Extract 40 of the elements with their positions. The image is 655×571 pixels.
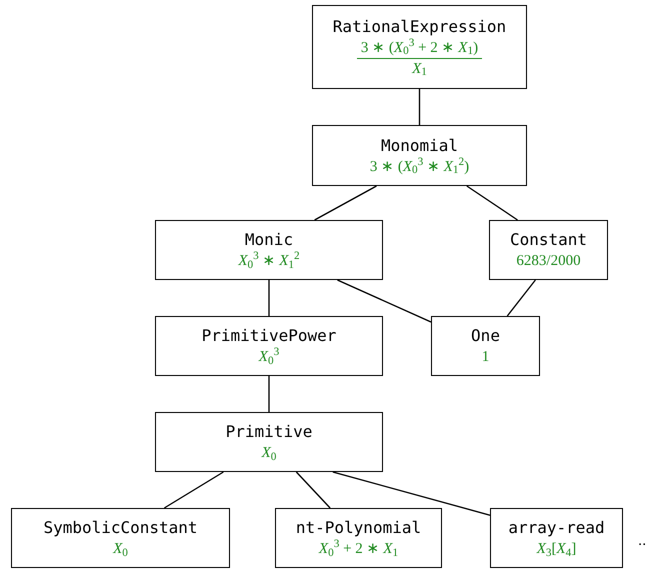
node-title: PrimitivePower	[202, 325, 336, 347]
node-box	[490, 508, 623, 568]
node-box	[312, 125, 527, 186]
node-title: Monomial	[380, 134, 458, 156]
node-box	[11, 508, 230, 568]
node-box	[155, 316, 383, 376]
math-expression: X$_{0}$	[112, 540, 129, 559]
connector-line	[268, 280, 270, 316]
ellipsis-label: ..	[638, 531, 646, 551]
math-expression: X$_{1}$	[410, 60, 428, 78]
math-expression: 1	[480, 348, 490, 367]
connector-line	[337, 279, 432, 323]
node-title: One	[471, 325, 500, 347]
math-expression: X$_{0}$	[260, 444, 278, 463]
node-box	[155, 220, 383, 280]
math-expression: 6283/2000	[515, 252, 582, 271]
connector-line	[466, 185, 518, 221]
math-expression: X$_{0}$$^{3}$ + 2 ∗ X$_{1}$	[318, 539, 400, 559]
node-title: array-read	[508, 517, 605, 539]
connector-line	[418, 89, 420, 125]
node-box	[489, 220, 608, 280]
node-title: nt-Polynomial	[296, 517, 422, 539]
node-title: SymbolicConstant	[43, 517, 198, 539]
node-box	[275, 508, 442, 568]
connector-line	[314, 185, 377, 221]
node-box	[155, 412, 383, 472]
connector-line	[164, 471, 224, 509]
connector-line	[296, 472, 331, 508]
node-title: Monic	[244, 229, 294, 251]
math-expression: 3 ∗ (X$_{0}$$^{3}$ ∗ X$_{1}$$^{2}$)	[368, 156, 470, 176]
node-box	[431, 316, 540, 376]
node-box	[312, 5, 527, 89]
math-expression: 3 ∗ (X$_{0}$$^{3}$ + 2 ∗ X$_{1}$)	[356, 38, 482, 58]
connector-line	[268, 376, 270, 412]
connector-line	[506, 280, 536, 316]
node-title: Constant	[510, 229, 588, 251]
node-title: RationalExpression	[332, 16, 506, 38]
math-expression: X$_{3}$[X$_{4}$]	[535, 540, 578, 559]
node-title: Primitive	[226, 421, 312, 443]
connector-line	[332, 471, 490, 516]
